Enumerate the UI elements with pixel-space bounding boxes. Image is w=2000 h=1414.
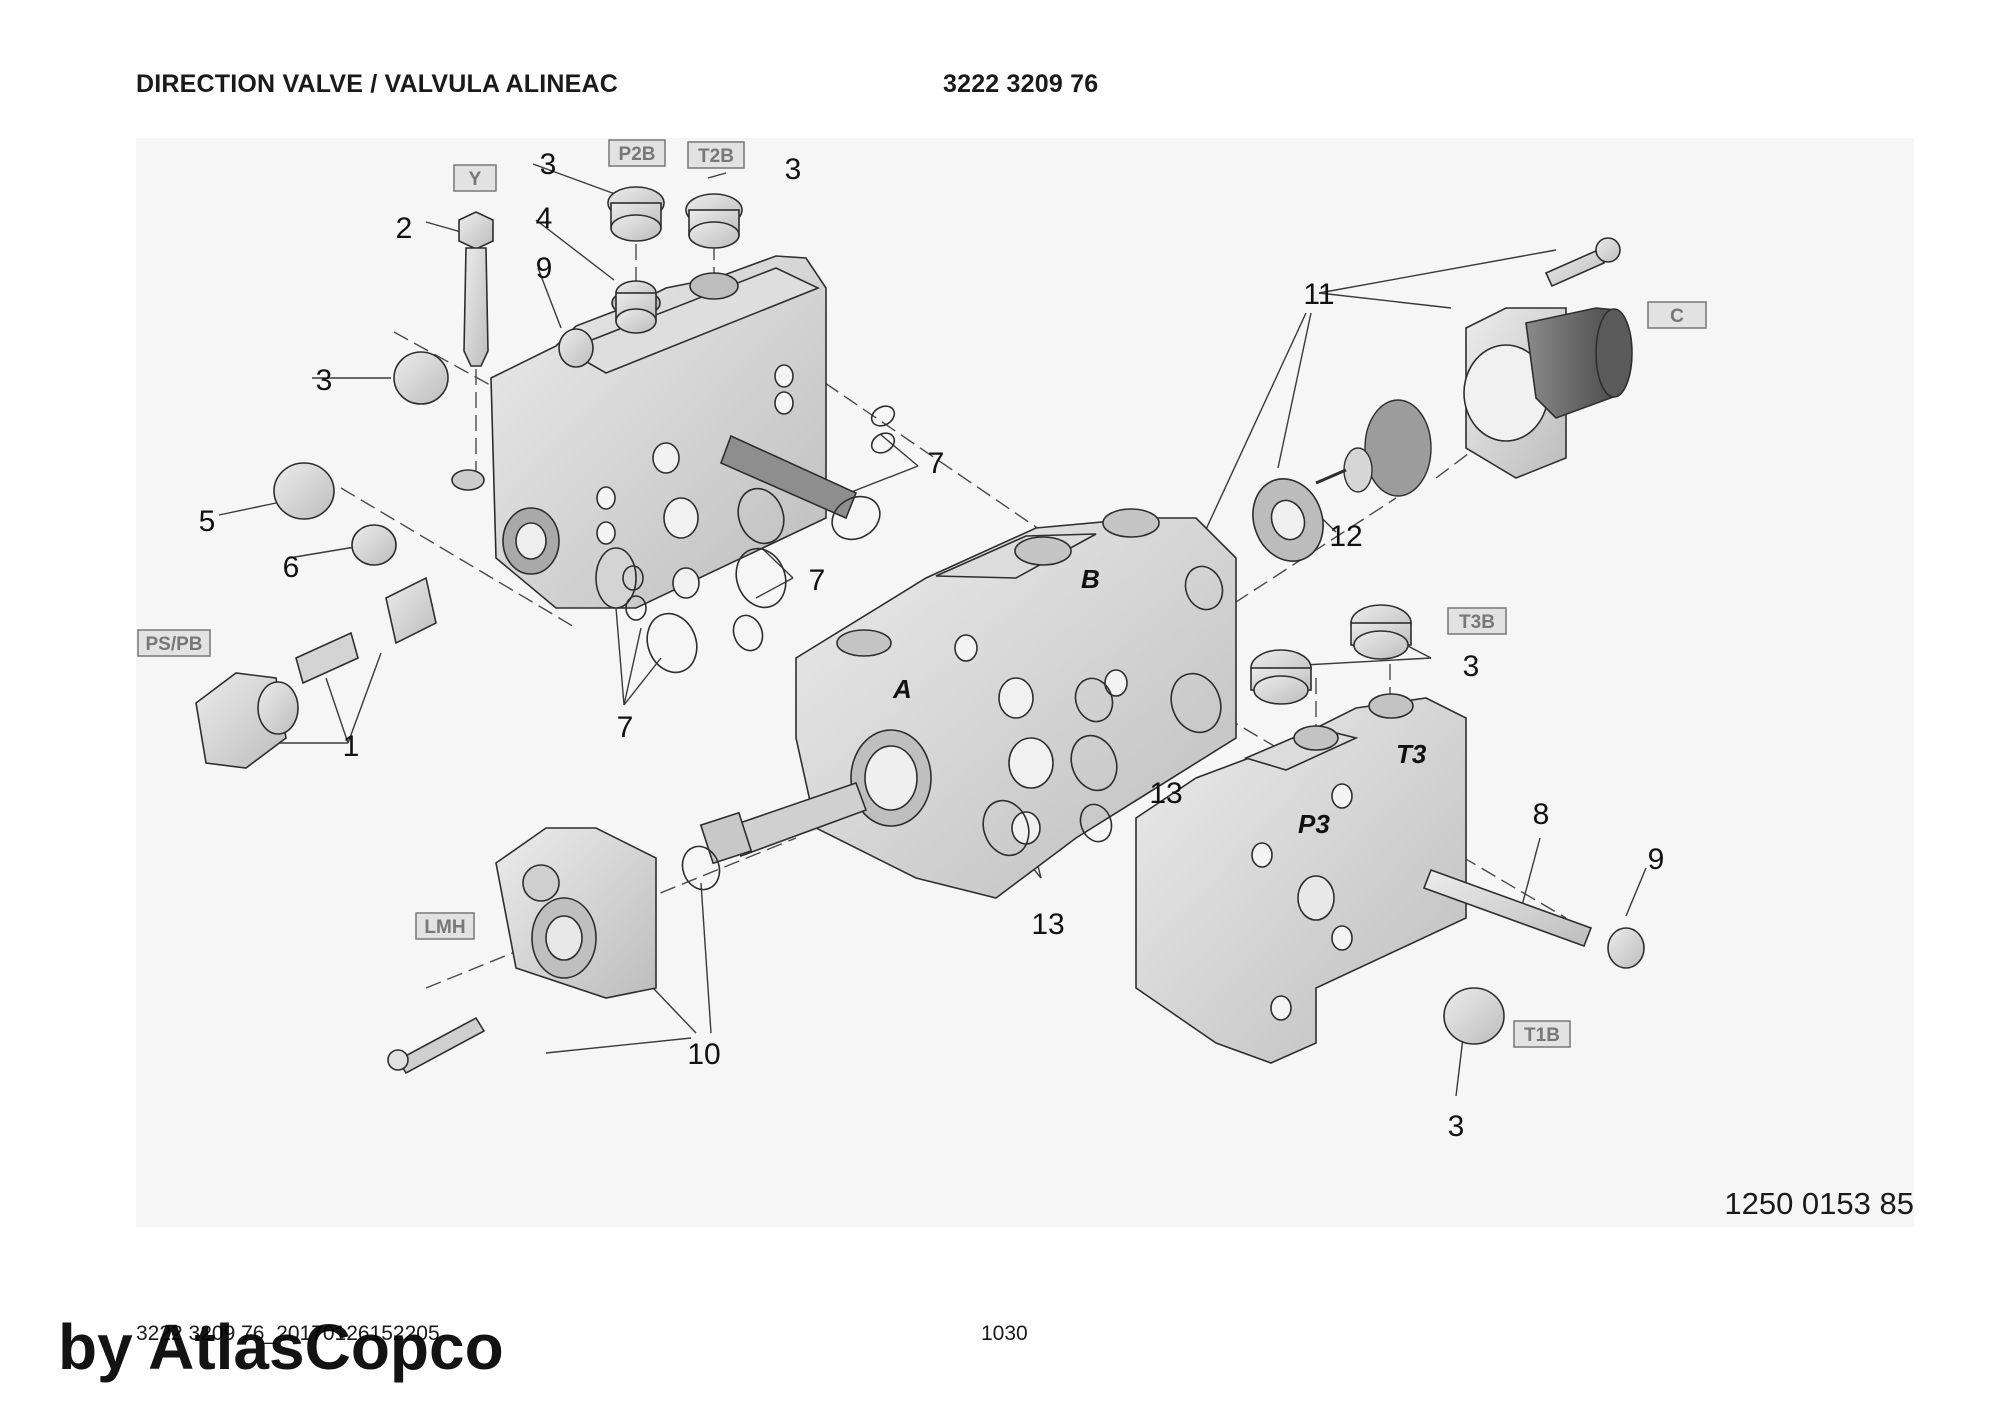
callout-3-t3b: 3: [1463, 650, 1480, 683]
svg-text:T2B: T2B: [698, 146, 734, 167]
callout-3-p2b: 3: [540, 148, 557, 181]
callout-12: 12: [1329, 520, 1362, 553]
callout-9-right: 9: [1648, 843, 1665, 876]
callout-9-upper: 9: [536, 252, 553, 285]
callout-numbers: 1 2 3 3 3 3 3 3 4 5 6 7 7 7 7 8 9 9 10 1…: [199, 148, 1665, 1143]
mark-t3: T3: [1396, 739, 1427, 769]
svg-text:T1B: T1B: [1524, 1025, 1560, 1046]
callout-5: 5: [199, 505, 216, 538]
port-label-t3b: T3B: [1447, 607, 1507, 635]
part-number: 3222 3209 76: [943, 70, 1099, 98]
port-labels: Y P2B T2B C PS/PB T3B: [137, 139, 1707, 1048]
svg-text:PS/PB: PS/PB: [145, 634, 202, 655]
port-label-t2b: T2B: [687, 141, 745, 169]
callout-7-mid: 7: [809, 564, 826, 597]
callout-8: 8: [1533, 798, 1550, 831]
watermark: by AtlasCopco: [58, 1311, 504, 1383]
callout-13-lower: 13: [1031, 908, 1064, 941]
lever-cover-lmh: [387, 827, 657, 1075]
port-label-y: Y: [453, 164, 497, 192]
callout-4: 4: [536, 202, 553, 235]
mark-p3: P3: [1298, 809, 1330, 839]
end-cap-c: [1463, 307, 1633, 479]
port-label-c: C: [1647, 301, 1707, 329]
plugs-and-fittings: [195, 186, 1645, 1045]
callout-13-right: 13: [1149, 777, 1182, 810]
svg-text:LMH: LMH: [424, 917, 465, 938]
callout-3-t1b: 3: [1448, 1110, 1465, 1143]
callout-6: 6: [283, 551, 300, 584]
port-label-lmh: LMH: [415, 912, 475, 940]
valve-body-center: [699, 434, 1237, 899]
svg-text:Y: Y: [469, 169, 482, 190]
page-title: DIRECTION VALVE / VALVULA ALINEAC: [136, 70, 619, 98]
valve-body-right: [1135, 693, 1467, 1064]
callout-2: 2: [396, 212, 413, 245]
footer-reference: 3222 3209 76_20170126152205: [136, 1322, 440, 1345]
port-label-p2b: P2B: [608, 139, 666, 167]
mark-b: B: [1081, 564, 1100, 594]
spring-plunger-12: [1315, 399, 1432, 497]
callout-10: 10: [687, 1038, 720, 1071]
page-number: 1030: [981, 1322, 1028, 1345]
svg-text:C: C: [1670, 306, 1684, 327]
svg-text:T3B: T3B: [1459, 612, 1495, 633]
o-rings: [622, 405, 1324, 891]
callout-7-upper: 7: [928, 447, 945, 480]
exploded-view-diagram: A B P3 T3 Y P2B T2B C: [137, 139, 1707, 1143]
exploded-view-panel: A B P3 T3 Y P2B T2B C: [136, 138, 1914, 1227]
port-label-ps-pb: PS/PB: [137, 629, 211, 657]
svg-text:P2B: P2B: [619, 144, 656, 165]
drawing-number: 1250 0153 85: [1724, 1186, 1914, 1221]
callout-3-t2b: 3: [785, 153, 802, 186]
callout-1: 1: [343, 730, 360, 763]
port-label-t1b: T1B: [1513, 1020, 1571, 1048]
callout-7-lower: 7: [617, 711, 634, 744]
callout-11: 11: [1303, 278, 1334, 311]
callout-3-left: 3: [316, 364, 333, 397]
mark-a: A: [892, 674, 912, 704]
